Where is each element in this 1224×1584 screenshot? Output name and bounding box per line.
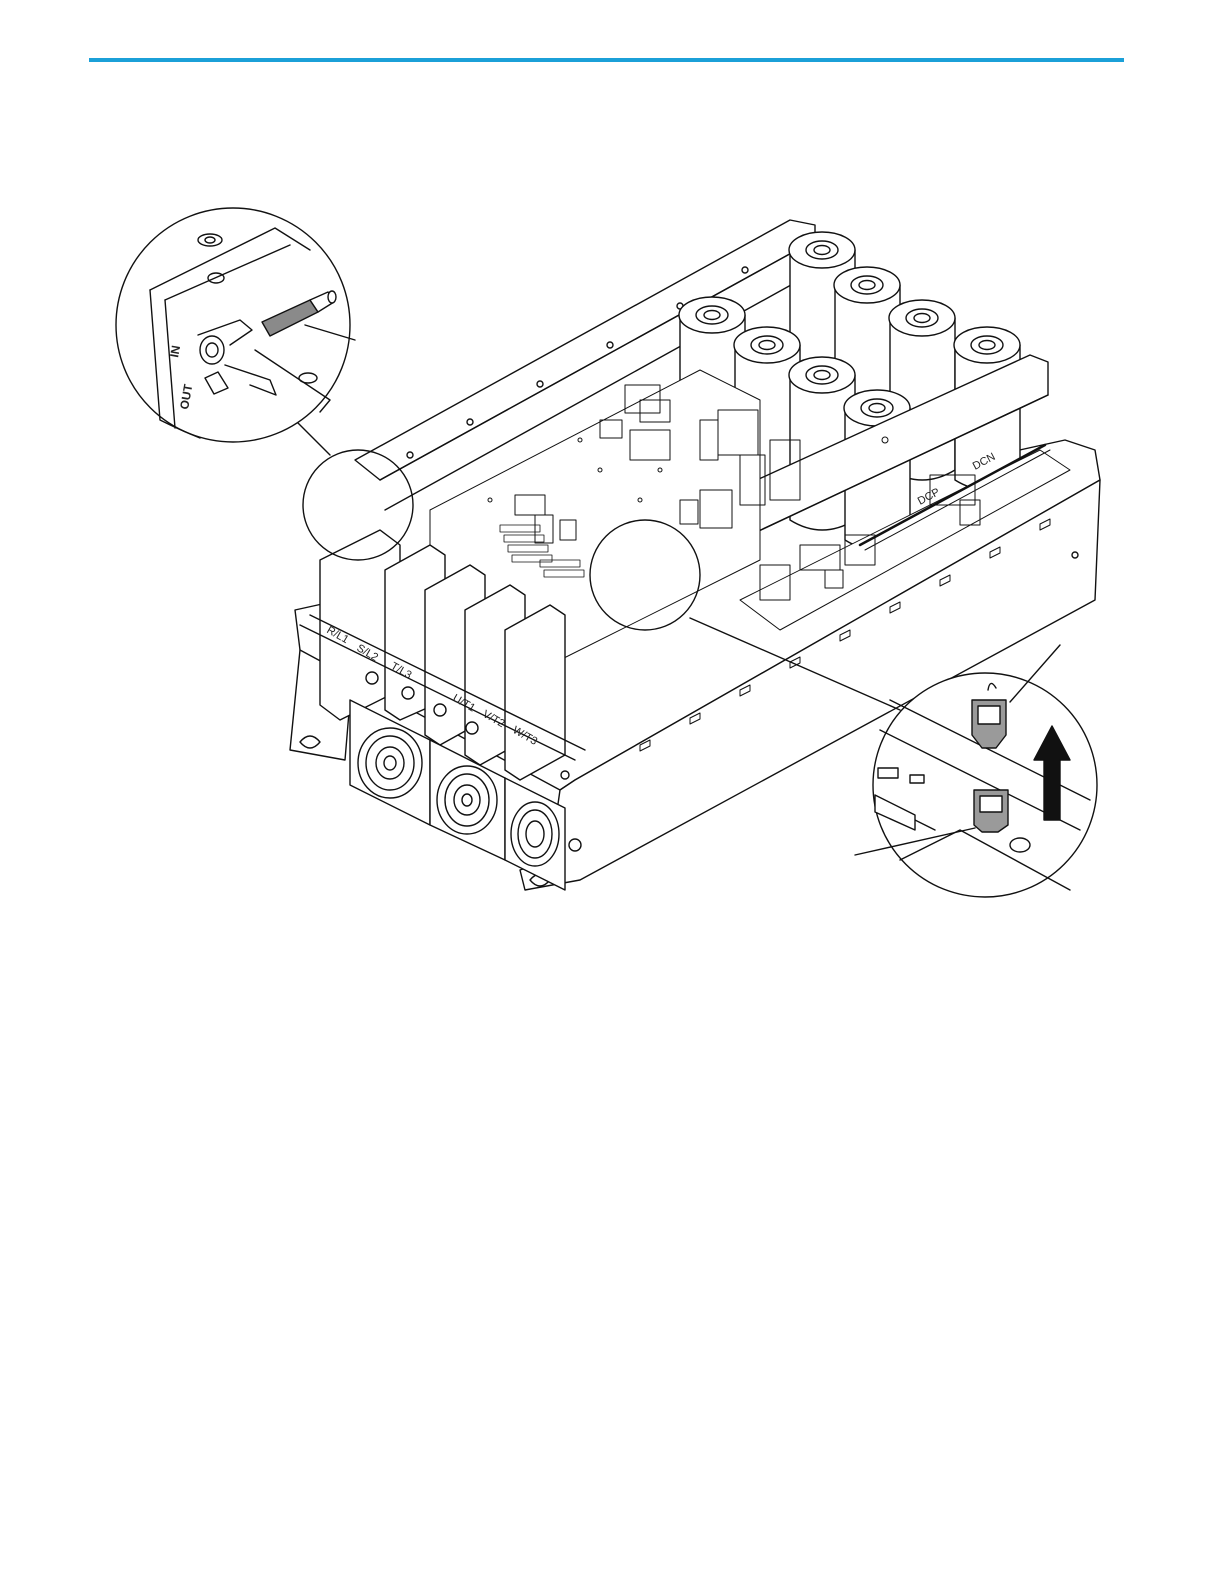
detail-callout-fuse: IN OUT xyxy=(116,208,350,442)
leader-line-left xyxy=(295,420,330,455)
fan-icon xyxy=(350,700,430,825)
drive-disassembly-figure: DCP DCN R/L1 S/L2 T/L3 U/T1 V/T2 W/T3 xyxy=(0,0,1224,1000)
connector-icon xyxy=(974,790,1008,832)
stencil-in: IN xyxy=(167,344,183,358)
fan-icon xyxy=(505,778,565,890)
detail-callout-connector xyxy=(873,673,1097,897)
